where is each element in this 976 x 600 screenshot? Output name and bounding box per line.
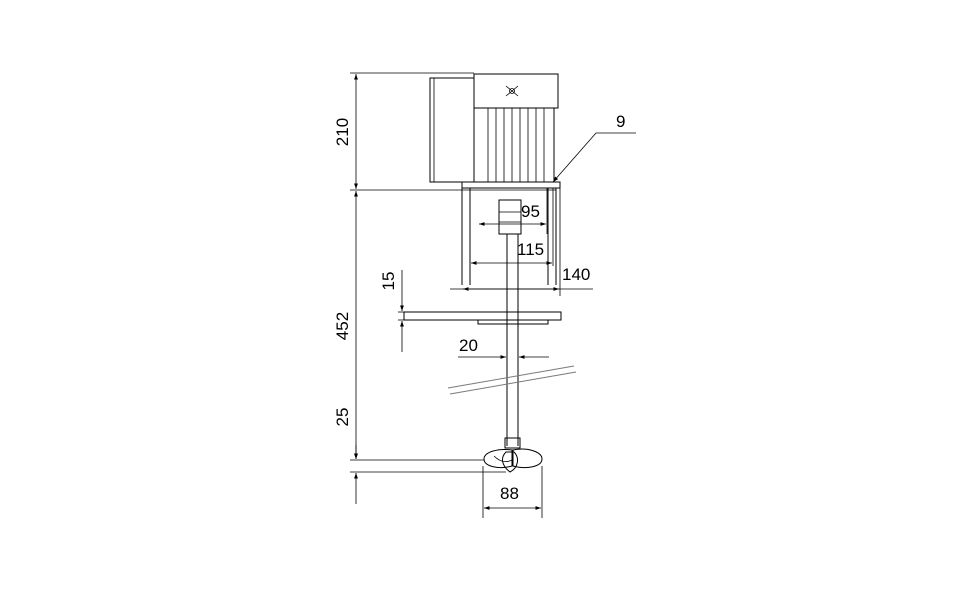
label-impeller-clearance: 25 xyxy=(333,408,352,427)
motor-left-housing xyxy=(429,77,475,183)
motor-terminal-box xyxy=(473,73,559,109)
propeller-logo-icon xyxy=(505,85,519,97)
label-middle-width: 115 xyxy=(517,240,544,259)
dim-widths xyxy=(450,188,593,296)
motor-assembly xyxy=(429,73,561,189)
label-callout: 9 xyxy=(616,112,625,131)
mounting-flange xyxy=(403,311,562,325)
motor-cooling-fins xyxy=(487,108,545,182)
mixer-shaft xyxy=(504,234,521,449)
label-inner-width: 95 xyxy=(521,202,540,221)
shaft-collar xyxy=(504,437,521,449)
label-outer-width: 140 xyxy=(562,265,590,284)
dim-flange-thickness xyxy=(398,270,404,352)
label-motor-height: 210 xyxy=(333,118,352,146)
dim-impeller-diameter xyxy=(482,466,543,518)
label-shaft-length: 452 xyxy=(333,312,352,340)
motor-body xyxy=(473,107,555,183)
label-impeller-diameter: 88 xyxy=(500,484,519,503)
label-shaft-diameter: 20 xyxy=(459,336,478,355)
motor-flange-plate xyxy=(461,181,561,189)
coupling xyxy=(498,199,522,235)
liquid-surface xyxy=(447,365,577,395)
mounting-bracket xyxy=(461,188,557,285)
callout-leader xyxy=(552,132,636,183)
impeller xyxy=(483,448,543,473)
dim-left-vertical xyxy=(350,72,556,504)
label-flange-thickness: 15 xyxy=(379,272,398,291)
